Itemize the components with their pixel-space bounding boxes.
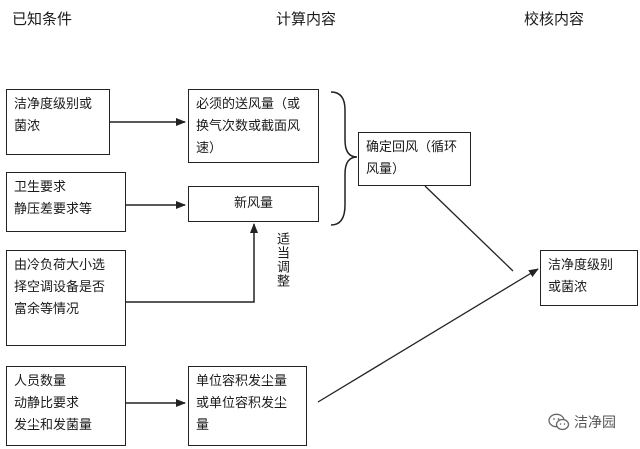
watermark-text: 洁净园 [574,415,616,431]
header-known-conditions: 已知条件 [12,10,73,28]
arrow-cooling-load-to-fresh-air [126,223,258,303]
line-return-to-result [424,185,514,272]
box-return-air: 确定回风（循环风量） [358,132,471,186]
box-cleanliness-level: 洁净度级别或菌浓 [6,89,110,155]
box-cooling-load-situation: 由冷负荷大小选择空调设备是否富余等情况 [6,250,126,346]
arrow-dust-to-result [317,268,539,403]
watermark: 洁净园 [548,412,616,432]
wechat-icon [548,413,570,431]
box-hygiene-requirements: 卫生要求静压差要求等 [6,172,126,232]
box-required-supply-air: 必须的送风量（或换气次数或截面风速） [188,89,319,163]
label-appropriate-adjustment: 适当调整 [274,232,289,288]
header-check-content: 校核内容 [524,10,585,28]
header-calculation-content: 计算内容 [276,10,337,28]
box-dust-generation: 单位容积发尘量或单位容积发尘量 [188,366,307,446]
box-personnel-requirements: 人员数量动静比要求发尘和发菌量 [6,366,126,446]
box-result-cleanliness: 洁净度级别或菌浓 [540,250,638,306]
box-fresh-air-volume: 新风量 [188,186,319,222]
right-bracket [330,91,358,226]
